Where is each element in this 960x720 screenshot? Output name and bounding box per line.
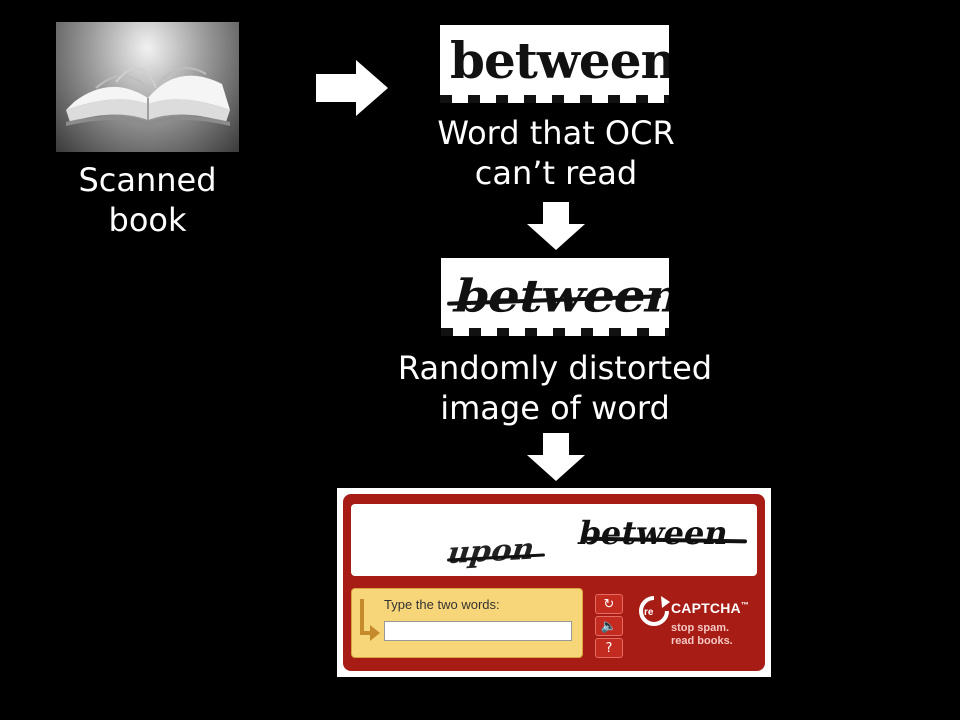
help-button[interactable]: ? [595,638,623,658]
arrow-right-icon [316,60,388,116]
arrow-down-icon [527,202,585,250]
refresh-icon: ↻ [603,597,615,612]
next-line-fragment [440,95,669,103]
answer-panel: Type the two words: [351,588,583,658]
audio-icon: 🔈 [600,619,618,634]
open-book-icon [66,67,230,126]
answer-input[interactable] [384,621,572,641]
answer-prompt: Type the two words: [384,597,500,612]
recaptcha-logo-icon: re [639,596,670,626]
distorted-word-caption: Randomly distorted image of word [397,349,713,427]
scanned-book-image [56,22,239,152]
next-line-fragment [441,328,669,336]
recaptcha-logo-prefix: re [644,607,654,618]
audio-button[interactable]: 🔈 [595,616,623,636]
recaptcha-widget: upon between Type the two words: ↻ 🔈 ? [337,488,771,677]
distorted-word-image: between [441,258,669,336]
recaptcha-brand-name: CAPTCHA™ [671,600,750,616]
arrow-down-icon [527,433,585,481]
recaptcha-panel: upon between Type the two words: ↻ 🔈 ? [343,494,765,671]
refresh-button[interactable]: ↻ [595,594,623,614]
ocr-word-caption: Word that OCR can’t read [437,114,675,192]
ocr-word-image: between [440,25,669,103]
scanned-book-caption: Scanned book [78,161,217,239]
captcha-word-known: upon [442,531,540,572]
recaptcha-brand: re CAPTCHA™ stop spam. read books. [637,592,761,658]
help-icon: ? [605,641,613,656]
captcha-word-unknown: between [574,514,733,552]
captcha-image: upon between [351,504,757,576]
input-pointer-icon [360,599,380,641]
ocr-word-text: between [450,31,669,90]
recaptcha-tagline: stop spam. read books. [671,622,733,647]
